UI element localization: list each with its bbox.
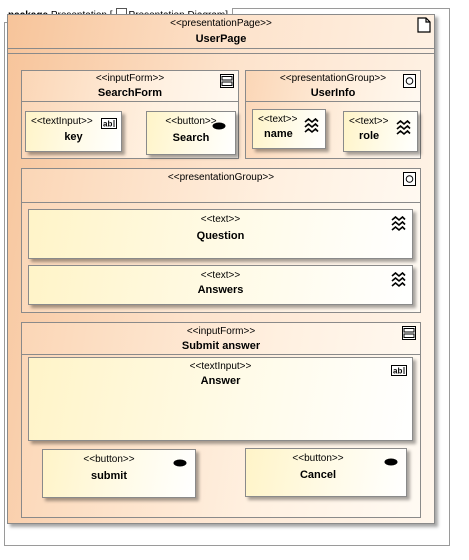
text-name[interactable]: <<text>> name <box>252 109 326 149</box>
question-name: Question <box>196 230 245 242</box>
key-name: key <box>64 131 83 143</box>
form-icon <box>402 326 416 340</box>
page-stereotype: <<presentationPage>> <box>170 18 272 29</box>
text-icon <box>391 272 406 288</box>
text-input-key[interactable]: <<textInput>> key ab <box>25 111 122 152</box>
text-role[interactable]: <<text>> role <box>343 111 418 152</box>
answer-stereotype: <<textInput>> <box>189 361 252 372</box>
qa-group-header: <<presentationGroup>> <box>22 169 420 203</box>
button-icon <box>212 122 226 130</box>
text-icon <box>304 118 319 134</box>
answers-stereotype: <<text>> <box>200 270 241 281</box>
page-divider <box>8 53 434 54</box>
userinfo-name: UserInfo <box>310 87 356 99</box>
role-name: role <box>359 130 380 142</box>
text-input-icon: ab <box>391 365 407 376</box>
button-submit[interactable]: <<button>> submit <box>42 449 196 498</box>
search-button-name: Search <box>172 132 210 144</box>
group-icon <box>403 74 416 88</box>
submit-button-name: submit <box>90 470 128 482</box>
search-button-stereotype: <<button>> <box>165 116 217 127</box>
cancel-button-name: Cancel <box>299 469 337 481</box>
button-icon <box>173 459 187 467</box>
page-icon <box>417 17 431 33</box>
text-icon <box>396 120 411 136</box>
searchform-name: SearchForm <box>97 87 163 99</box>
svg-text:ab: ab <box>393 367 402 376</box>
submit-button-stereotype: <<button>> <box>83 454 135 465</box>
page-name: UserPage <box>195 33 247 45</box>
page-header: <<presentationPage>> UserPage <box>8 15 434 49</box>
key-stereotype: <<textInput>> <box>31 116 93 127</box>
text-icon <box>391 216 406 232</box>
button-search[interactable]: <<button>> Search <box>146 111 236 155</box>
text-input-answer[interactable]: <<textInput>> Answer ab <box>28 357 413 441</box>
group-icon <box>403 172 416 186</box>
submit-form-stereotype: <<inputForm>> <box>186 326 256 337</box>
question-stereotype: <<text>> <box>200 214 241 225</box>
submit-form-name: Submit answer <box>181 340 261 352</box>
text-question[interactable]: <<text>> Question <box>28 209 413 259</box>
role-stereotype: <<text>> <box>349 116 389 127</box>
searchform-header: <<inputForm>> SearchForm <box>22 71 238 102</box>
text-input-icon: ab <box>101 118 117 129</box>
userinfo-header: <<presentationGroup>> UserInfo <box>246 71 420 102</box>
cancel-button-stereotype: <<button>> <box>292 453 344 464</box>
qa-group-stereotype: <<presentationGroup>> <box>167 172 275 183</box>
button-cancel[interactable]: <<button>> Cancel <box>245 448 407 497</box>
answer-name: Answer <box>200 375 241 387</box>
submit-form-header: <<inputForm>> Submit answer <box>22 323 420 355</box>
answers-name: Answers <box>197 284 244 296</box>
userinfo-stereotype: <<presentationGroup>> <box>279 73 387 84</box>
searchform-stereotype: <<inputForm>> <box>95 73 165 84</box>
form-icon <box>220 74 234 88</box>
name-stereotype: <<text>> <box>258 114 298 125</box>
svg-text:ab: ab <box>103 120 112 129</box>
button-icon <box>384 458 398 466</box>
text-answers[interactable]: <<text>> Answers <box>28 265 413 305</box>
name-name: name <box>264 128 293 140</box>
